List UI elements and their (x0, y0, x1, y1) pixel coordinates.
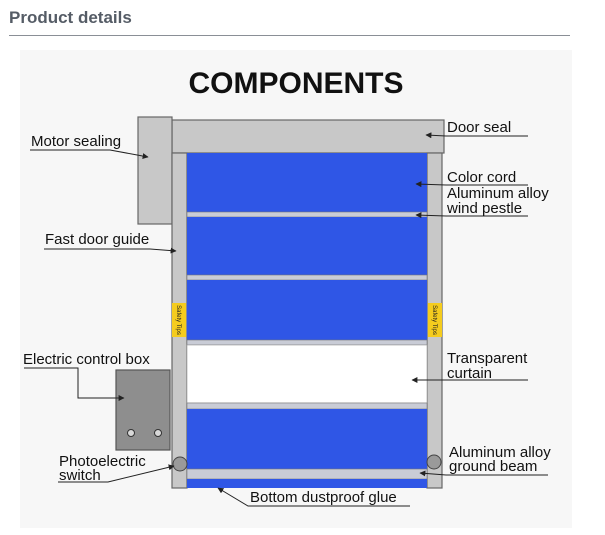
leader-color-cord (415, 181, 528, 188)
wind-pestle-bar (186, 402, 428, 410)
label-bottom-glue: Bottom dustproof glue (250, 489, 397, 506)
leader-wind-pestle (415, 212, 528, 219)
control-box-button (127, 429, 135, 437)
safety-tip-left (172, 303, 186, 337)
blue-curtain-panel (187, 280, 427, 340)
bottom-dustproof-glue (187, 479, 427, 488)
label-transparent-line2: curtain (447, 365, 492, 382)
ground-beam (186, 468, 428, 480)
door-seal-box (171, 119, 445, 154)
label-wind-pestle-line1: Aluminum alloy (447, 185, 549, 202)
safety-tip-left-text: Safety Tips (175, 305, 181, 335)
leader-bottom-glue (217, 487, 410, 507)
label-fast-door-guide: Fast door guide (45, 231, 149, 248)
label-photoelectric-line2: switch (59, 467, 101, 484)
label-wind-pestle-line2: wind pestle (446, 200, 522, 217)
wind-pestle-bar (186, 211, 428, 218)
photoelectric-sensor-right (426, 454, 442, 470)
label-ground-beam-line2: ground beam (449, 458, 537, 475)
motor-sealing-box (137, 116, 173, 225)
blue-curtain-panel (187, 409, 427, 469)
blue-curtain-panel (187, 153, 427, 212)
section-divider (9, 35, 570, 36)
label-ground-beam-line1: Aluminum alloy (449, 444, 551, 461)
section-title: Product details (9, 8, 132, 27)
wind-pestle-bar (186, 274, 428, 281)
label-photoelectric-line1: Photoelectric (59, 453, 146, 470)
leader-photoelectric (58, 464, 175, 483)
leader-fast-door-guide (44, 247, 177, 254)
safety-tip-right (428, 303, 442, 337)
wind-pestle-bar (186, 339, 428, 346)
electric-control-box (115, 369, 171, 451)
label-transparent-line1: Transparent (447, 350, 528, 367)
leader-ground-beam (419, 470, 548, 477)
label-electric-control-box: Electric control box (23, 351, 150, 368)
blue-curtain-panel (187, 217, 427, 275)
leader-control-box (24, 367, 125, 401)
diagram-title: COMPONENTS (188, 67, 403, 100)
leader-door-seal (425, 132, 528, 139)
photoelectric-sensor-left (172, 456, 188, 472)
leader-motor-sealing (30, 149, 149, 159)
control-box-button (154, 429, 162, 437)
label-color-cord: Color cord (447, 169, 516, 186)
safety-tip-right-text: Safety Tips (431, 305, 437, 335)
label-motor-sealing: Motor sealing (31, 133, 121, 150)
label-door-seal: Door seal (447, 119, 511, 136)
transparent-curtain-panel (186, 344, 428, 404)
